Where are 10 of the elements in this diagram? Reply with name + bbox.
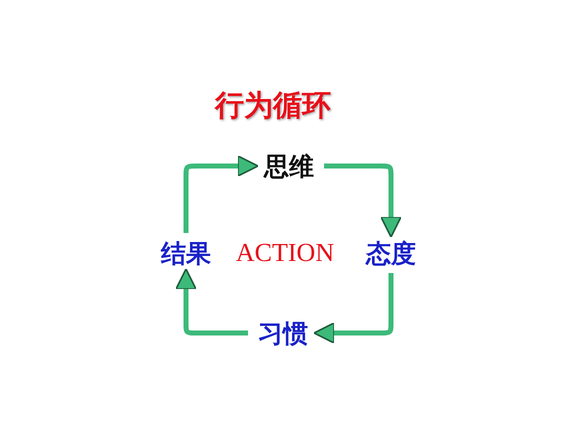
diagram-title: 行为循环 — [213, 87, 332, 124]
curved-arrow — [175, 268, 248, 336]
curved-arrow — [184, 155, 259, 233]
center-label: ACTION — [234, 238, 336, 268]
cycle-step-text: 态度 — [360, 237, 422, 269]
curved-arrow — [324, 164, 402, 238]
cycle-step-text: 思维 — [258, 150, 320, 182]
curved-arrow — [313, 273, 394, 344]
cycle-step-text: 结果 — [155, 237, 217, 269]
cycle-step-text: 习惯 — [252, 317, 314, 349]
